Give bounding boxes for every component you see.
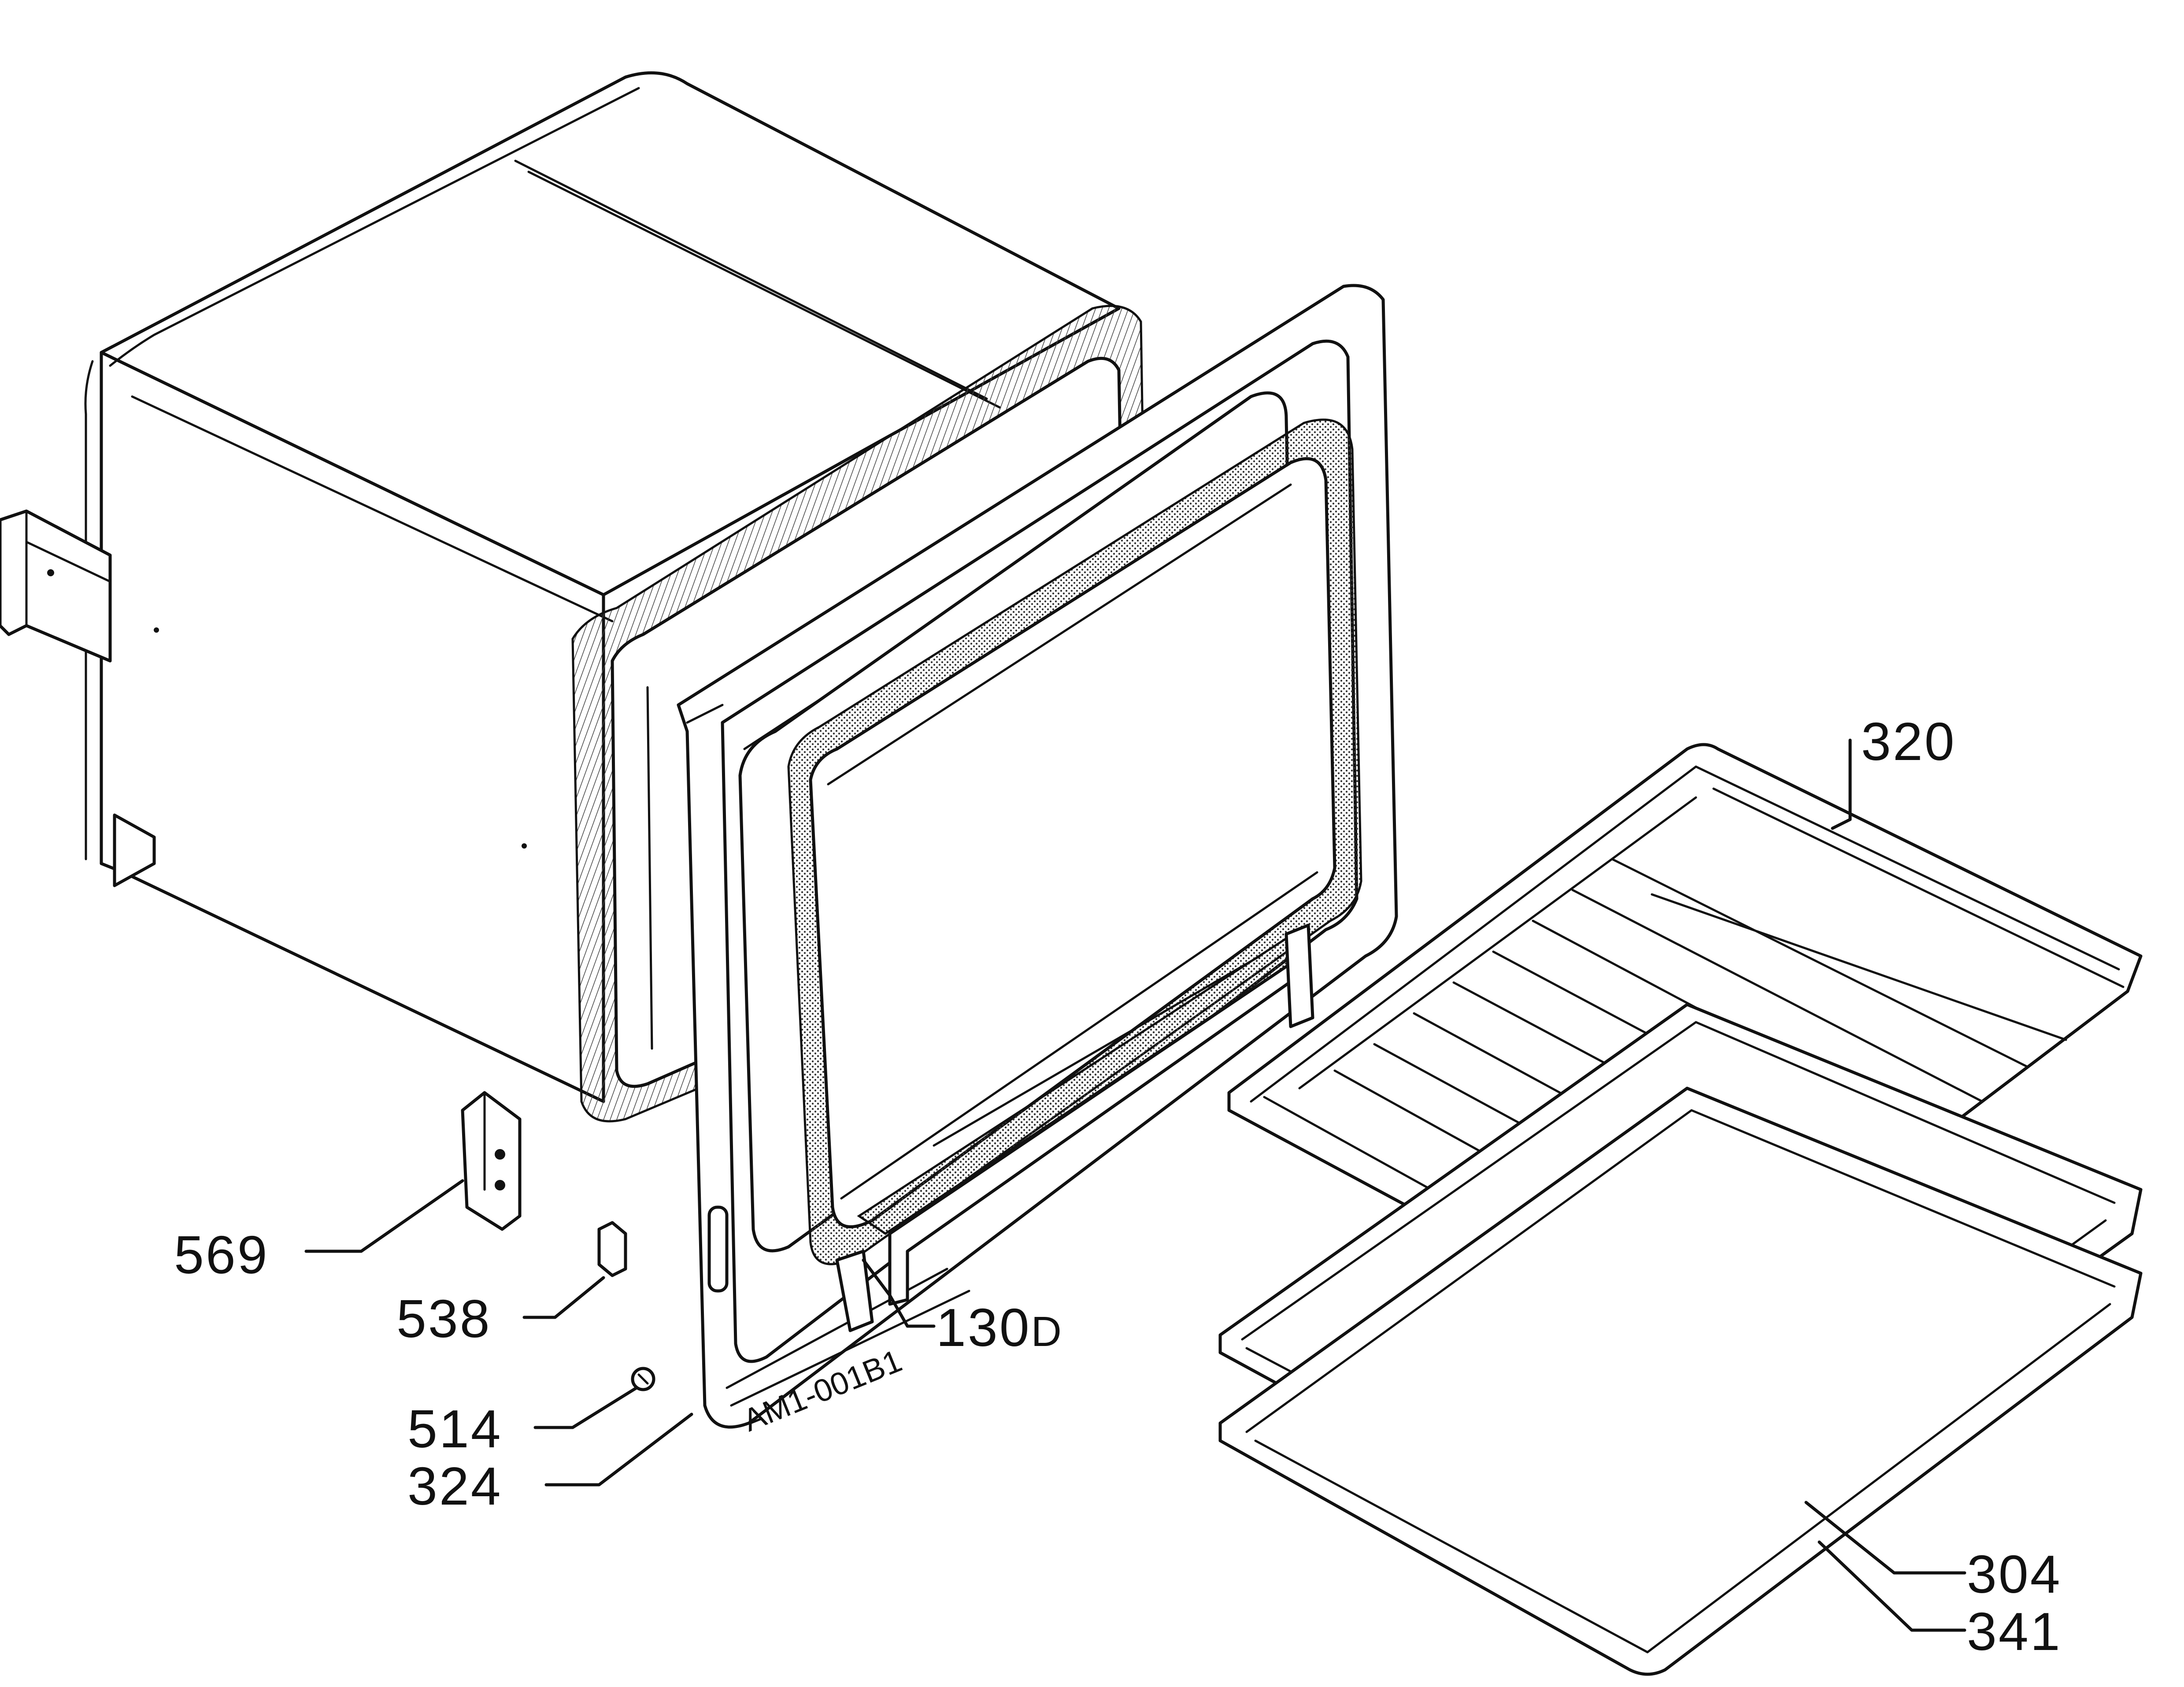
leader-341 xyxy=(1818,1540,1966,1632)
label-304: 304 xyxy=(1967,1544,2062,1604)
label-320: 320 xyxy=(1861,712,1956,771)
label-538: 538 xyxy=(396,1289,492,1349)
label-341: 341 xyxy=(1967,1602,2062,1661)
leader-538 xyxy=(522,1276,605,1319)
screw-514 xyxy=(631,1367,655,1391)
label-130D: 130D xyxy=(936,1298,1063,1357)
hinge-569 xyxy=(461,1091,522,1231)
leader-320 xyxy=(1831,738,1852,830)
leader-324 xyxy=(544,1413,693,1487)
leader-130D xyxy=(862,1258,936,1328)
label-569: 569 xyxy=(174,1225,269,1285)
label-130D-number: 130 xyxy=(936,1298,1031,1357)
seal-strip-130D xyxy=(835,923,1314,1332)
leader-lines xyxy=(304,738,1966,1632)
leader-514 xyxy=(533,1386,638,1429)
leader-569 xyxy=(304,1179,464,1253)
label-130D-suffix: D xyxy=(1031,1308,1063,1355)
door-seal-gasket xyxy=(787,419,1362,1265)
label-324: 324 xyxy=(407,1456,503,1516)
baking-tray-341 xyxy=(1218,1086,2143,1676)
label-514: 514 xyxy=(407,1399,503,1459)
leader-304 xyxy=(1804,1501,1966,1575)
clip-538 xyxy=(597,1221,627,1277)
cavity-side-bracket xyxy=(0,509,112,663)
